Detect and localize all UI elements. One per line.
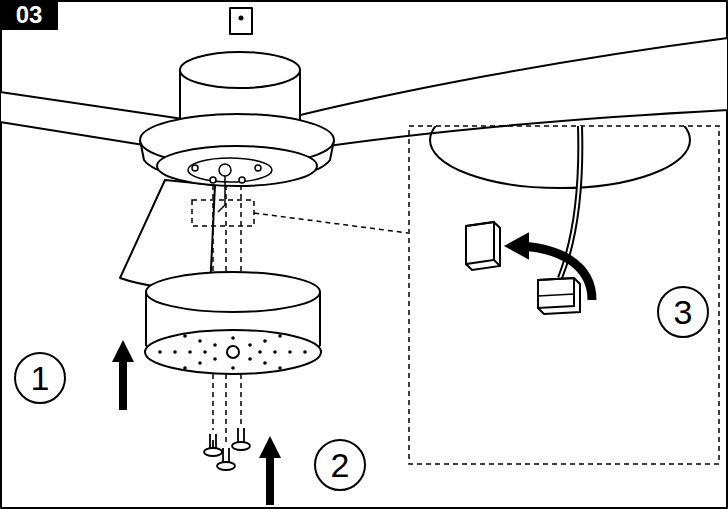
mount-bracket: [230, 8, 252, 34]
callout-text: 2: [331, 448, 350, 482]
housing-edge: [430, 126, 690, 188]
detail-marker: [192, 200, 254, 226]
callout-text: 1: [31, 361, 50, 395]
plug-connector: [538, 278, 580, 314]
switch-cap-top: [146, 272, 320, 312]
callout-number: 1: [14, 352, 66, 404]
screws: [204, 428, 250, 470]
step-text: 03: [16, 3, 43, 27]
socket-connector: [466, 222, 500, 270]
callout-number: 2: [314, 439, 366, 491]
detail-leader: [254, 213, 408, 233]
callout-text: 3: [674, 295, 693, 329]
wire-lead: [218, 176, 225, 212]
switch-cap-face: [145, 330, 321, 374]
callout-number: 3: [657, 286, 709, 338]
detail-inset: [409, 126, 719, 464]
connect-arrow: [520, 246, 592, 300]
housing-bottom: [157, 146, 317, 186]
motor-top: [180, 52, 300, 88]
lift-arrow: [259, 436, 281, 505]
lift-arrow: [112, 340, 134, 410]
right-blade: [280, 38, 728, 150]
step-number: 03: [0, 0, 58, 30]
perforations: [158, 334, 307, 370]
